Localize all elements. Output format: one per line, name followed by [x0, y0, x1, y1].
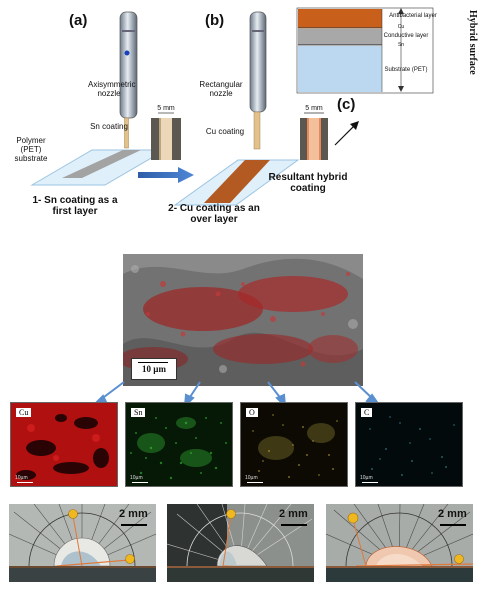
width-label-b: 5 mm	[305, 105, 323, 112]
cross-section-b	[300, 112, 328, 160]
contact-angle-photo-2: 2 mm	[167, 504, 314, 582]
panel-label-c: (c)	[337, 96, 356, 113]
rectangular-nozzle-label: Rectangular nozzle	[199, 80, 243, 98]
rectangular-nozzle-b	[249, 11, 267, 150]
eds-cu-element-label: Cu	[16, 408, 32, 417]
axisymmetric-nozzle-a	[119, 11, 138, 149]
panel-label-b: (b)	[205, 12, 225, 29]
pet-substrate-label: Polymer (PET) substrate	[14, 136, 48, 163]
cross-section-a	[151, 112, 181, 160]
cu-coating-label: Cu coating	[205, 127, 245, 136]
eds-c-scale-label: 10µm	[360, 475, 373, 481]
schematic-drawing	[30, 7, 434, 206]
width-label-a: 5 mm	[157, 105, 175, 112]
eds-sn-element-label: Sn	[131, 408, 146, 417]
eds-map-cu: Cu 10µm	[10, 402, 118, 487]
eds-c-element-label: C	[361, 408, 373, 417]
eds-sn-scale-label: 10µm	[130, 475, 143, 481]
conductive-layer-label: Conductive layer	[383, 33, 429, 39]
eds-o-scale-label: 10µm	[245, 475, 258, 481]
eds-o-element-label: O	[246, 408, 258, 417]
contact-angle-photo-3: 2 mm	[326, 504, 473, 582]
sem-scale-label: 10 µm	[142, 364, 166, 374]
step2-caption: 2- Cu coating as an over layer	[168, 203, 260, 225]
result-caption: Resultant hybrid coating	[268, 172, 348, 194]
sn-stripe	[62, 150, 141, 178]
photo2-scale-label: 2 mm	[279, 508, 308, 520]
antibacterial-layer-label: Antibacterial layer	[389, 13, 437, 19]
hybrid-surface-label: Hybrid surface	[467, 10, 478, 75]
sn-coating-label: Sn coating	[90, 122, 128, 131]
sem-micrograph: 10 µm	[123, 254, 363, 386]
photo3-scale-label: 2 mm	[438, 508, 467, 520]
photo1-scale-label: 2 mm	[119, 508, 148, 520]
eds-cu-scale-label: 10µm	[15, 475, 28, 481]
sn-layer-label: Sn	[397, 42, 405, 48]
eds-map-sn: Sn 10µm	[125, 402, 233, 487]
process-arrow	[138, 167, 194, 183]
contact-angle-photo-1: 2 mm	[9, 504, 156, 582]
sem-scale-box: 10 µm	[131, 358, 177, 380]
layer-stack-diagram	[296, 7, 434, 94]
cu-layer-label: Cu	[397, 24, 405, 30]
cu-stripe	[204, 160, 270, 203]
eds-map-c: C 10µm	[355, 402, 463, 487]
step1-caption: 1- Sn coating as a first layer	[32, 195, 118, 217]
to-layer-arrow	[334, 123, 357, 146]
panel-label-a: (a)	[69, 12, 88, 29]
axisymmetric-nozzle-label: Axisymmetric nozzle	[88, 80, 136, 98]
substrate-layer-label: Substrate (PET)	[384, 67, 428, 73]
eds-map-o: O 10µm	[240, 402, 348, 487]
